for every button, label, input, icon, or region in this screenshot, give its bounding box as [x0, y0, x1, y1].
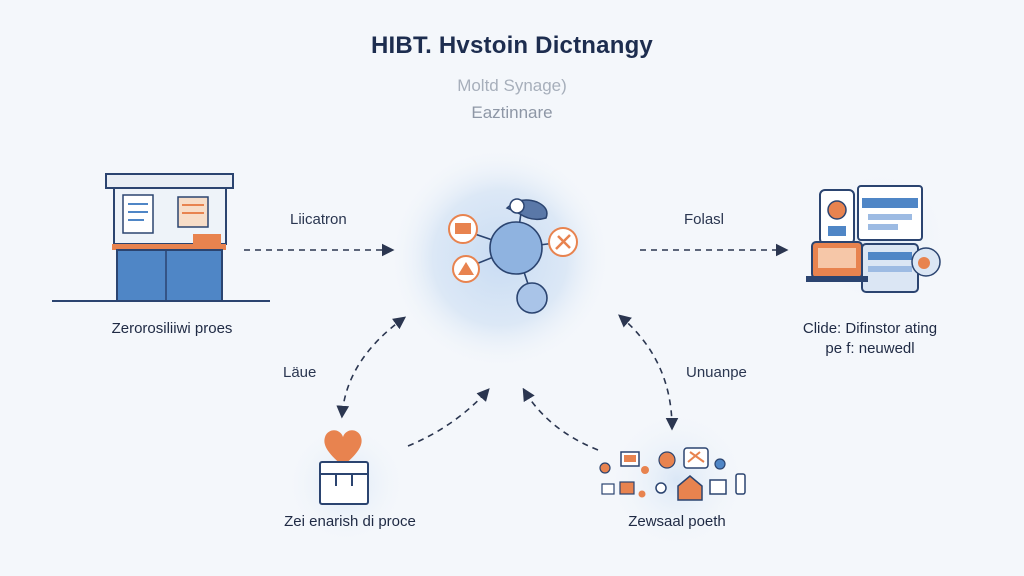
page-title: HIBT. Hvstoin Dictnangy [371, 32, 653, 59]
flow-label-right-bottom: Unuanpe [686, 364, 747, 381]
subtitle-line-2: Eaztinnare [471, 103, 553, 122]
subtitle-line-1: Moltd Synage) [457, 76, 567, 95]
bottom-right-glow [605, 408, 749, 552]
connector-right-bottom [618, 314, 679, 431]
gears-cluster-icon [599, 447, 746, 501]
flow-label-left-top: Liicatron [290, 211, 347, 228]
right-node-caption-line-2: pe f: neuwedl [825, 340, 915, 357]
bottom-right-node-caption: Zewsaal poeth [628, 513, 726, 530]
heart-box-icon [319, 430, 369, 505]
flow-label-right-top: Folasl [684, 211, 725, 228]
connector-left-bottom [336, 316, 407, 419]
flow-label-left-bottom: Läue [283, 364, 317, 381]
devices-icon [806, 185, 941, 293]
connector-bottom-left-up [407, 388, 490, 447]
bottom-left-node-caption: Zei enarish di proce [284, 513, 416, 530]
store-icon [52, 173, 270, 302]
connector-bottom-right-up [522, 387, 599, 451]
network-hub-icon [448, 198, 578, 314]
right-node-caption-line-1: Clide: Difinstor ating [802, 320, 938, 337]
left-node-caption: Zerorosiliiwi proes [111, 320, 233, 337]
